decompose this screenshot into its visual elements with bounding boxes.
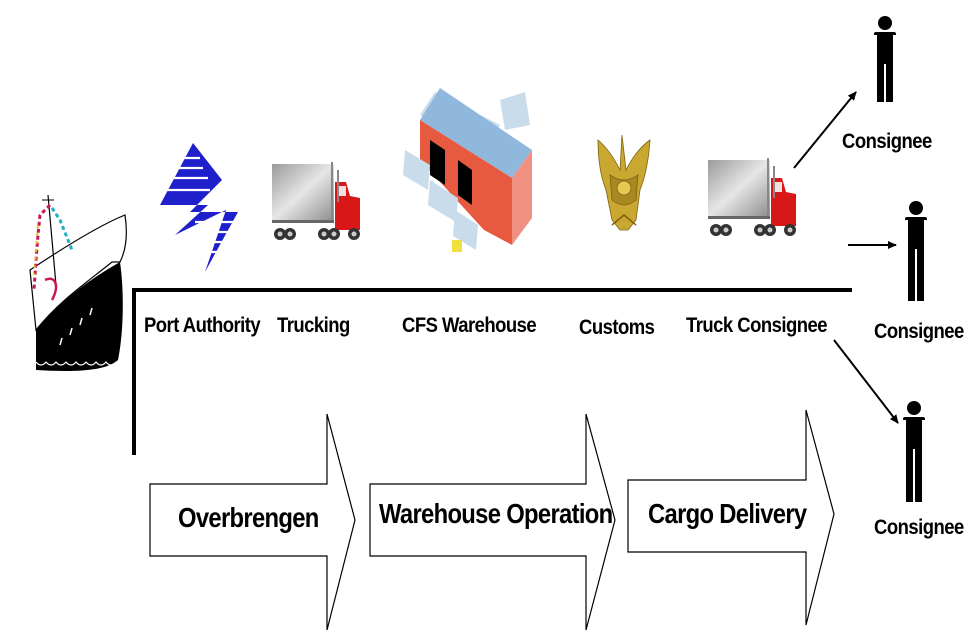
truck-icon [708,158,796,236]
phase-arrow-cargo-delivery [627,409,835,626]
phase-arrow-overbrengen [149,413,356,631]
consignee-label-3: Consignee [874,516,964,539]
consignee-label-2: Consignee [874,320,964,343]
truck-icon [272,162,360,240]
arrow-to-consignee-3 [833,339,899,424]
phase-label-warehouse-operation: Warehouse Operation [379,498,613,529]
port-authority-logo-icon [160,143,238,272]
customs-emblem-icon [597,134,651,231]
stage-label-port-authority: Port Authority [144,314,261,337]
stage-label-cfs-warehouse: CFS Warehouse [402,314,537,337]
ship-icon [29,194,127,371]
phase-label-overbrengen: Overbrengen [178,502,319,533]
consignee-label-1: Consignee [842,130,932,153]
person-icon [903,401,925,502]
stage-label-truck-consignee: Truck Consignee [686,314,828,337]
warehouse-icon [403,88,532,252]
person-icon [905,201,927,301]
phase-label-cargo-delivery: Cargo Delivery [648,498,807,529]
arrow-to-consignee-1 [793,91,857,169]
stage-label-trucking: Trucking [277,314,350,337]
stage-label-customs: Customs [579,316,655,339]
phase-arrow-warehouse-operation [369,413,616,631]
person-icon [874,16,896,102]
